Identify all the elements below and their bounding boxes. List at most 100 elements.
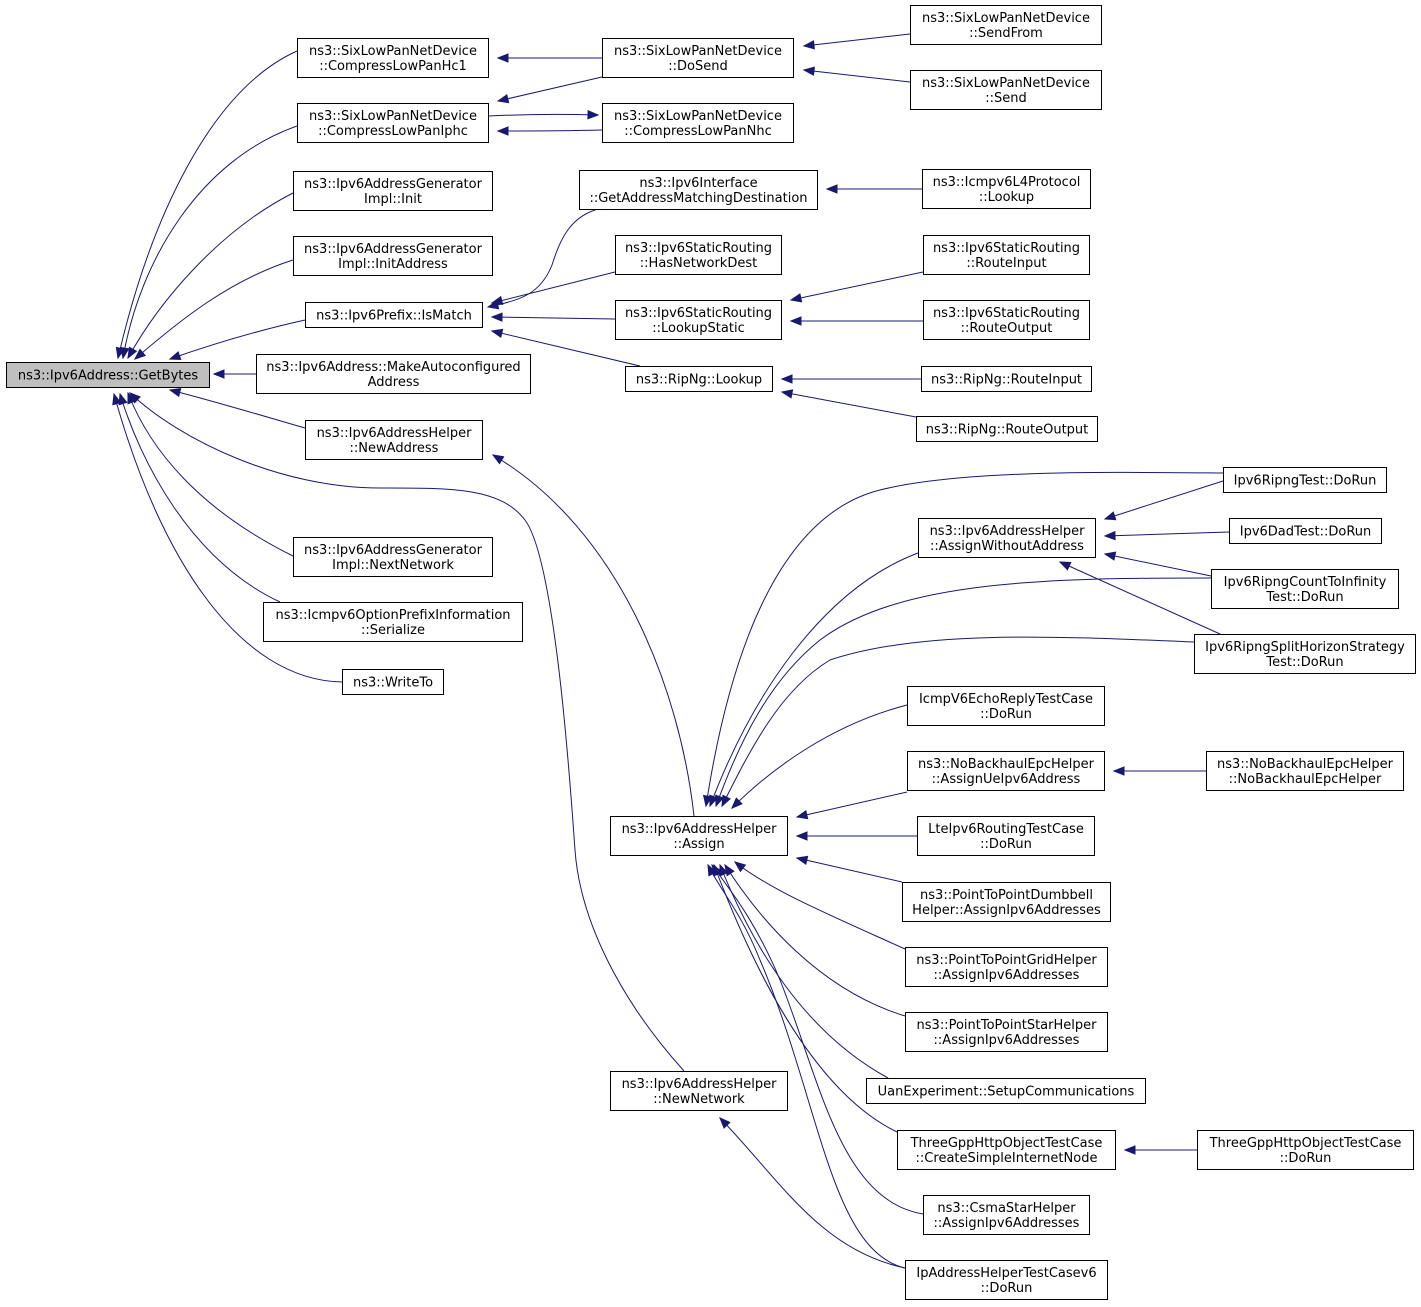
node-box — [579, 170, 818, 210]
arrowhead-writeto-to-getbytes — [112, 392, 122, 406]
node-ripng-lookup[interactable]: ns3::RipNg::Lookup — [625, 366, 773, 392]
node-icmpv6l4-lookup[interactable]: ns3::Icmpv6L4Protocol::Lookup — [922, 169, 1091, 209]
node-label-line: ::AssignIpv6Addresses — [934, 968, 1080, 983]
node-label-line: ::HasNetworkDest — [640, 256, 757, 271]
node-assignwithoutaddress[interactable]: ns3::Ipv6AddressHelper::AssignWithoutAdd… — [918, 518, 1096, 558]
node-threegpp-create[interactable]: ThreeGppHttpObjectTestCase::CreateSimple… — [897, 1130, 1116, 1170]
arrowhead-p2p_dumbbell-to-helper_assign — [795, 855, 809, 865]
node-send[interactable]: ns3::SixLowPanNetDevice::Send — [910, 70, 1102, 110]
edge-assignwithoutaddress-to-helper_assign — [709, 552, 919, 807]
arrowhead-ripngcounttoinfinity-to-assignwithoutaddress — [1103, 551, 1117, 561]
node-label-line: Ipv6DadTest::DoRun — [1240, 525, 1372, 540]
node-label-line: ::RouteOutput — [961, 321, 1053, 336]
node-label-line: Impl::Init — [364, 192, 422, 207]
arrowhead-lookupstatic-to-prefix_ismatch — [490, 312, 503, 322]
node-label-line: Ipv6RipngTest::DoRun — [1234, 474, 1377, 489]
node-p2p-grid[interactable]: ns3::PointToPointGridHelper::AssignIpv6A… — [905, 947, 1108, 987]
arrowhead-threegpp_dorun-to-threegpp_create — [1123, 1145, 1136, 1155]
node-p2p-star[interactable]: ns3::PointToPointStarHelper::AssignIpv6A… — [905, 1012, 1108, 1052]
node-p2p-dumbbell[interactable]: ns3::PointToPointDumbbellHelper::AssignI… — [902, 882, 1111, 922]
arrowhead-hasnetworkdest-to-prefix_ismatch — [490, 295, 504, 306]
node-label-line: ns3::PointToPointGridHelper — [916, 953, 1097, 968]
node-label-line: ns3::Ipv6Interface — [639, 176, 757, 191]
edge-ripngsplithorizon-to-helper_assign — [721, 636, 1195, 807]
node-label-line: ns3::Icmpv6OptionPrefixInformation — [275, 608, 510, 623]
arrowhead-ripng_routeoutput-to-ripng_lookup — [780, 389, 794, 399]
node-nobackhaul-assignue[interactable]: ns3::NoBackhaulEpcHelper::AssignUeIpv6Ad… — [907, 751, 1105, 791]
node-csmastar[interactable]: ns3::CsmaStarHelper::AssignIpv6Addresses — [923, 1195, 1090, 1235]
node-helper-newaddress[interactable]: ns3::Ipv6AddressHelper::NewAddress — [305, 420, 483, 460]
node-label-line: IpAddressHelperTestCasev6 — [916, 1266, 1096, 1281]
arrowhead-dosend-to-compresslowpanhc1 — [496, 53, 509, 63]
node-getbytes[interactable]: ns3::Ipv6Address::GetBytes — [6, 362, 210, 388]
node-label-line: ::Serialize — [361, 623, 425, 638]
node-label-line: ::Lookup — [979, 190, 1034, 205]
arrowhead-icmpv6_serialize-to-getbytes — [118, 392, 128, 406]
node-helper-assign[interactable]: ns3::Ipv6AddressHelper::Assign — [610, 816, 788, 856]
node-label-line: ns3::Ipv6AddressGenerator — [304, 177, 483, 192]
node-box — [256, 354, 531, 394]
arrowhead-makeautoconfigured-to-getbytes — [212, 369, 225, 379]
node-ripng-routeinput[interactable]: ns3::RipNg::RouteInput — [921, 366, 1092, 392]
node-label-line: ::GetAddressMatchingDestination — [589, 191, 807, 206]
node-sendfrom[interactable]: ns3::SixLowPanNetDevice::SendFrom — [910, 5, 1102, 45]
node-iphelpertest[interactable]: IpAddressHelperTestCasev6::DoRun — [905, 1260, 1108, 1300]
edge-sendfrom-to-dosend — [803, 33, 911, 47]
arrowhead-iphelpertest-to-helper_assign — [707, 863, 717, 877]
arrowhead-icmpv6l4_lookup-to-getaddressmatching — [825, 184, 838, 194]
node-nobackhaul-ctor[interactable]: ns3::NoBackhaulEpcHelper::NoBackhaulEpcH… — [1206, 751, 1404, 791]
node-box — [293, 537, 493, 577]
node-uanexperiment[interactable]: UanExperiment::SetupCommunications — [866, 1078, 1146, 1104]
node-label-line: ::NoBackhaulEpcHelper — [1229, 772, 1382, 787]
edge-ripngcounttoinfinity-to-helper_assign — [715, 577, 1212, 807]
node-hasnetworkdest[interactable]: ns3::Ipv6StaticRouting::HasNetworkDest — [615, 235, 782, 275]
node-label-line: ns3::Ipv6Address::GetBytes — [18, 369, 199, 384]
node-box — [1194, 634, 1416, 674]
node-prefix-ismatch[interactable]: ns3::Ipv6Prefix::IsMatch — [305, 302, 483, 328]
edge-ipv6ripngtest-to-assignwithoutaddress — [1104, 480, 1224, 520]
node-getaddressmatching[interactable]: ns3::Ipv6Interface::GetAddressMatchingDe… — [579, 170, 818, 210]
node-box — [905, 1012, 1108, 1052]
node-compresslowpannhc[interactable]: ns3::SixLowPanNetDevice::CompressLowPanN… — [602, 103, 794, 143]
node-addrgen-initaddress[interactable]: ns3::Ipv6AddressGeneratorImpl::InitAddre… — [293, 236, 493, 276]
edge-dosend-to-compresslowpaniphc — [497, 76, 603, 102]
arrowhead-nobackhaul_ctor-to-nobackhaul_assignue — [1112, 766, 1125, 776]
node-helper-newnetwork[interactable]: ns3::Ipv6AddressHelper::NewNetwork — [610, 1071, 788, 1111]
node-compresslowpaniphc[interactable]: ns3::SixLowPanNetDevice::CompressLowPanI… — [297, 103, 489, 143]
node-ripng-routeoutput[interactable]: ns3::RipNg::RouteOutput — [916, 416, 1098, 442]
node-box — [923, 300, 1090, 340]
arrowhead-addrgen_init-to-getbytes — [127, 346, 138, 360]
node-label-line: ns3::Ipv6StaticRouting — [625, 241, 772, 256]
node-label-line: Impl::NextNetwork — [332, 558, 454, 573]
node-ipv6dadtest[interactable]: Ipv6DadTest::DoRun — [1229, 518, 1382, 544]
node-compresslowpanhc1[interactable]: ns3::SixLowPanNetDevice::CompressLowPanH… — [297, 38, 489, 78]
node-label-line: Ipv6RipngCountToInfinity — [1224, 575, 1387, 590]
node-dosend[interactable]: ns3::SixLowPanNetDevice::DoSend — [602, 38, 794, 78]
node-ipv6ripngtest[interactable]: Ipv6RipngTest::DoRun — [1223, 467, 1387, 493]
arrowhead-ripng_lookup-to-prefix_ismatch — [490, 328, 504, 339]
node-threegpp-dorun[interactable]: ThreeGppHttpObjectTestCase::DoRun — [1197, 1130, 1414, 1170]
node-lteipv6routing[interactable]: LteIpv6RoutingTestCase::DoRun — [917, 816, 1095, 856]
node-addrgen-nextnetwork[interactable]: ns3::Ipv6AddressGeneratorImpl::NextNetwo… — [293, 537, 493, 577]
edge-ripngsplithorizon-to-assignwithoutaddress — [1059, 561, 1221, 635]
node-makeautoconfigured[interactable]: ns3::Ipv6Address::MakeAutoconfiguredAddr… — [256, 354, 531, 394]
node-static-routeinput[interactable]: ns3::Ipv6StaticRouting::RouteInput — [923, 235, 1090, 275]
node-writeto[interactable]: ns3::WriteTo — [342, 669, 444, 695]
node-icmpv6echoreply[interactable]: IcmpV6EchoReplyTestCase::DoRun — [907, 686, 1105, 726]
node-label-line: ::NewNetwork — [653, 1092, 745, 1107]
node-box — [602, 38, 794, 78]
node-label-line: ns3::PointToPointDumbbell — [920, 888, 1093, 903]
node-static-routeoutput[interactable]: ns3::Ipv6StaticRouting::RouteOutput — [923, 300, 1090, 340]
node-label-line: ::DoRun — [980, 837, 1032, 852]
edge-icmpv6echoreply-to-helper_assign — [731, 704, 908, 809]
node-lookupstatic[interactable]: ns3::Ipv6StaticRouting::LookupStatic — [615, 300, 782, 340]
node-label-line: ::Send — [985, 91, 1027, 106]
node-box — [905, 947, 1108, 987]
edge-addrgen_initaddress-to-getbytes — [134, 259, 294, 360]
edge-ripngcounttoinfinity-to-assignwithoutaddress — [1104, 553, 1212, 577]
node-icmpv6-serialize[interactable]: ns3::Icmpv6OptionPrefixInformation::Seri… — [263, 602, 523, 642]
